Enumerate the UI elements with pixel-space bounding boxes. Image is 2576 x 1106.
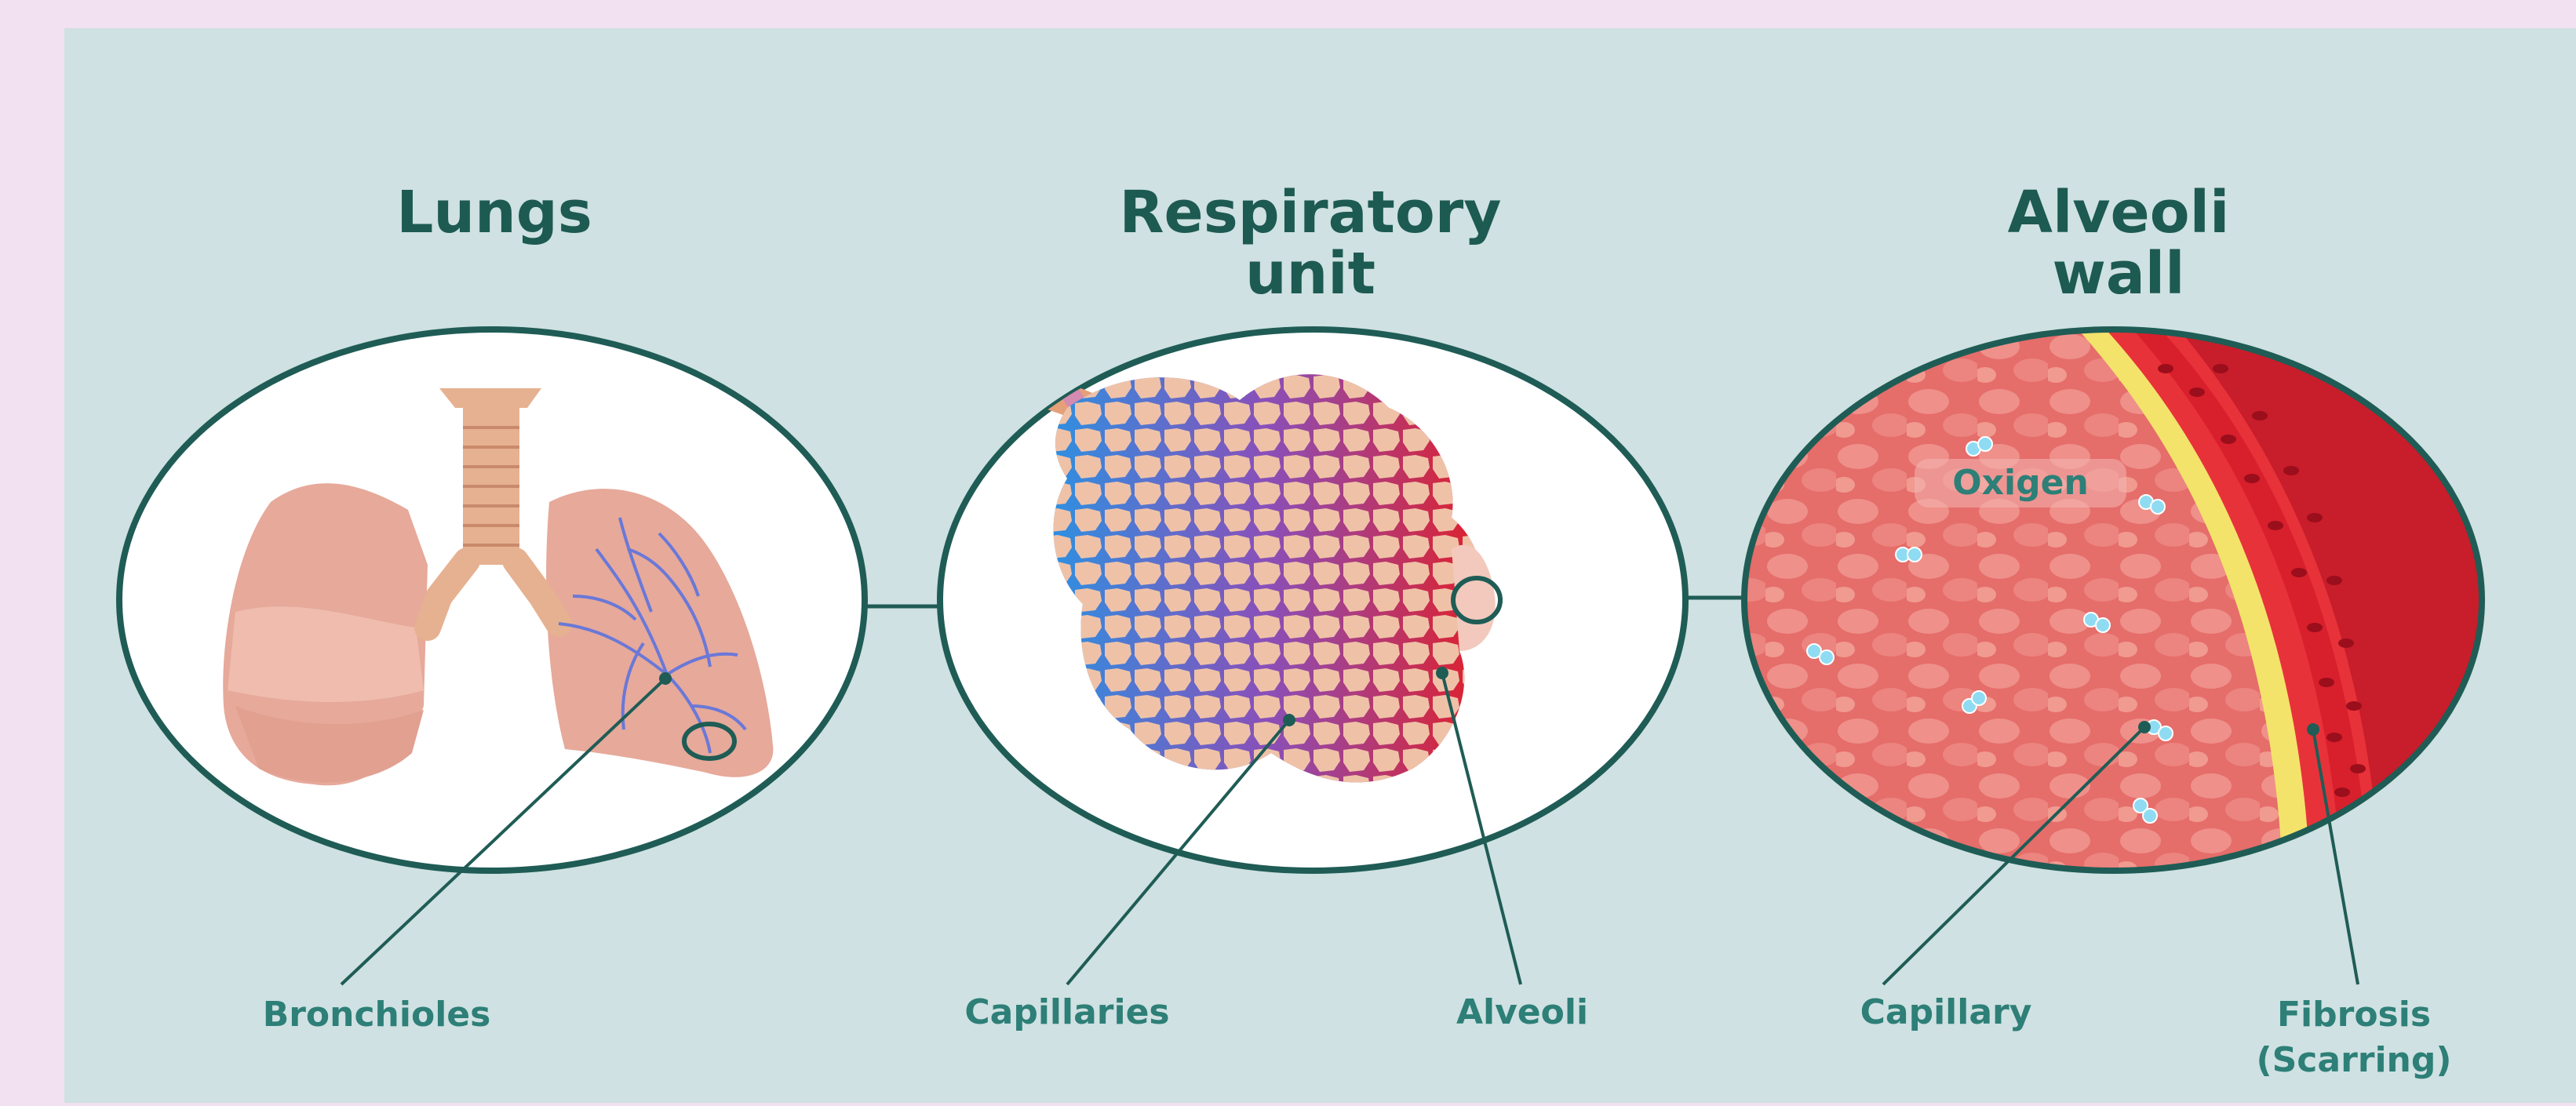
label-capillaries: Capillaries <box>910 990 1224 1035</box>
title-respiratory-unit: Respiratory unit <box>1012 182 1609 304</box>
label-alveoli: Alveoli <box>1397 990 1648 1035</box>
title-respiratory-line2: unit <box>1012 243 1609 304</box>
lungs-circle <box>119 329 865 871</box>
label-capillary: Capillary <box>1797 990 2095 1035</box>
title-alveoli-line1: Alveoli <box>1899 182 2338 243</box>
respiratory-unit-circle <box>940 329 1685 871</box>
label-fibrosis-line1: Fibrosis <box>2181 992 2527 1038</box>
label-fibrosis: Fibrosis (Scarring) <box>2181 992 2527 1083</box>
label-fibrosis-line2: (Scarring) <box>2181 1038 2527 1083</box>
title-alveoli-line2: wall <box>1899 243 2338 304</box>
title-alveoli-wall: Alveoli wall <box>1899 182 2338 304</box>
title-respiratory-line1: Respiratory <box>1012 182 1609 243</box>
label-bronchioles: Bronchioles <box>220 992 534 1038</box>
oxygen-label: Oxigen <box>1915 463 2126 504</box>
title-lungs: Lungs <box>314 182 675 243</box>
